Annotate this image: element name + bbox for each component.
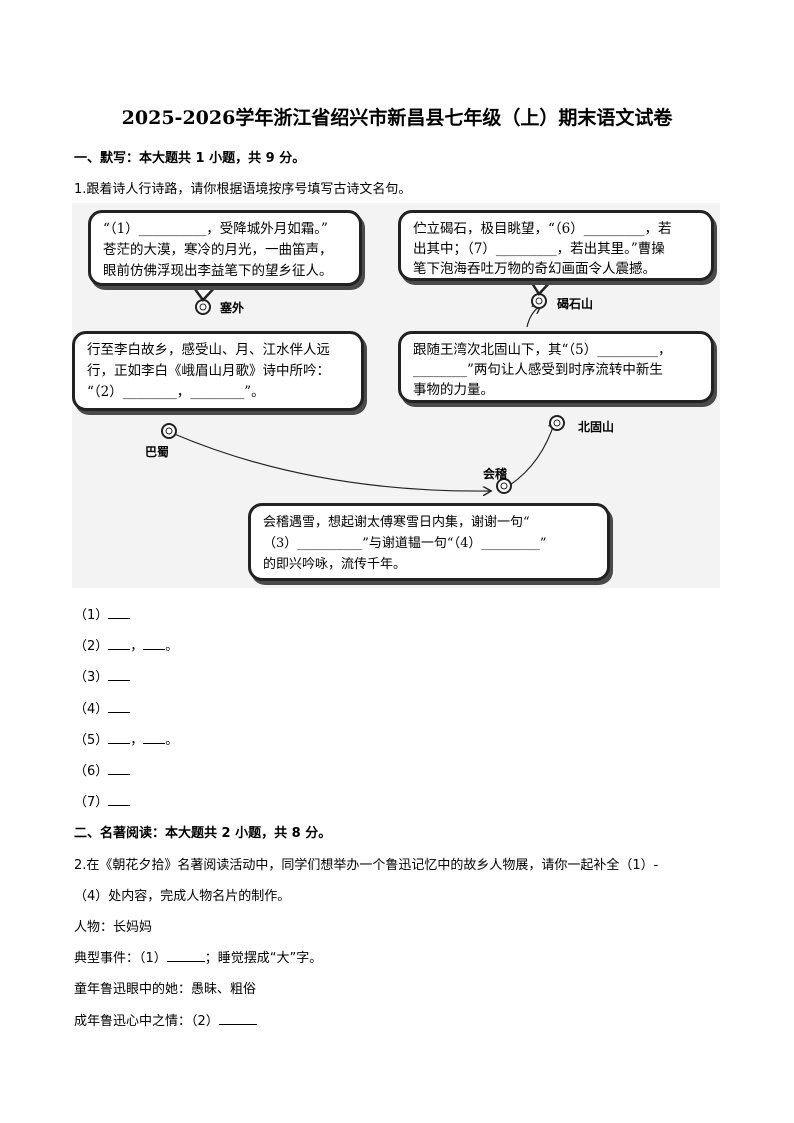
answer-blank[interactable] — [218, 1013, 257, 1025]
arrow-beigu-to-jieshi — [526, 306, 540, 328]
answer-line-6: （6） — [74, 760, 131, 779]
section2-heading: 二、名著阅读：本大题共 2 小题，共 8 分。 — [74, 826, 332, 841]
answer-line-5: （5），。 — [74, 732, 179, 748]
bubble-saiwai: “（1）__________，受降城外月如霜。” 苍茫的大漠，寒冷的月光，一曲笛… — [88, 210, 362, 286]
answer-line-7: （7） — [74, 791, 131, 810]
place-label-kuaiji: 会稽 — [483, 467, 508, 481]
answer-blank[interactable] — [108, 701, 131, 713]
question2-line2: （4）处内容，完成人物名片的制作。 — [74, 889, 291, 904]
bubble-beigu: 跟随王湾次北固山下，其“（5）_________， ________”两句让人感… — [398, 331, 714, 403]
question1-text: 1.跟着诗人行诗路，请你根据语境按序号填写古诗文名句。 — [74, 182, 412, 197]
poetry-route-diagram: “（1）__________，受降城外月如霜。” 苍茫的大漠，寒冷的月光，一曲笛… — [72, 203, 720, 588]
section1-heading: 一、默写：本大题共 1 小题，共 9 分。 — [74, 151, 306, 166]
bubble-jieshi: 伫立碣石，极目眺望，“（6）_________，若 出其中；（7）_______… — [398, 210, 714, 281]
card-adult-view: 成年鲁迅心中之情：（2） — [74, 1010, 257, 1029]
route-arrows — [161, 278, 565, 588]
answer-blank[interactable] — [108, 732, 131, 744]
card-person: 人物：长妈妈 — [74, 920, 153, 935]
arrow-bashu-to-kuaiji — [171, 432, 490, 491]
place-label-saiwai: 塞外 — [220, 301, 245, 315]
bubble-bashu: 行至李白故乡，感受山、月、江水伴人远 行，正如李白《峨眉山月歌》诗中所吟： “（… — [72, 331, 364, 411]
question2-line1: 2.在《朝花夕拾》名著阅读活动中，同学们想举办一个鲁迅记忆中的故乡人物展，请你一… — [74, 858, 659, 873]
answer-line-2: （2），。 — [74, 638, 179, 654]
answer-blank[interactable] — [143, 732, 166, 744]
answer-blank[interactable] — [108, 794, 131, 806]
answer-blank[interactable] — [108, 763, 131, 775]
place-label-jieshi: 碣石山 — [557, 297, 594, 311]
answer-line-1: （1） — [74, 604, 131, 623]
arrow-kuaiji-to-beigu — [509, 421, 555, 486]
card-child-view: 童年鲁迅眼中的她：愚昧、粗俗 — [74, 982, 257, 997]
answer-line-4: （4） — [74, 698, 131, 717]
answer-blank[interactable] — [108, 607, 131, 619]
answer-blank[interactable] — [143, 638, 166, 650]
card-event: 典型事件：（1）；睡觉摆成“大”字。 — [74, 950, 323, 966]
bubble-kuaiji: 会稽遇雪，想起谢太傅寒雪日内集，谢谢一句“ （3）__________”与谢道韫… — [248, 503, 610, 581]
answer-blank[interactable] — [108, 669, 131, 681]
answer-line-3: （3） — [74, 666, 131, 685]
page-title: 2025-2026学年浙江省绍兴市新昌县七年级（上）期末语文试卷 — [121, 107, 673, 129]
place-label-beigu: 北固山 — [578, 420, 615, 434]
place-label-bashu: 巴蜀 — [145, 445, 170, 459]
answer-blank[interactable] — [166, 950, 205, 962]
answer-blank[interactable] — [108, 638, 131, 650]
